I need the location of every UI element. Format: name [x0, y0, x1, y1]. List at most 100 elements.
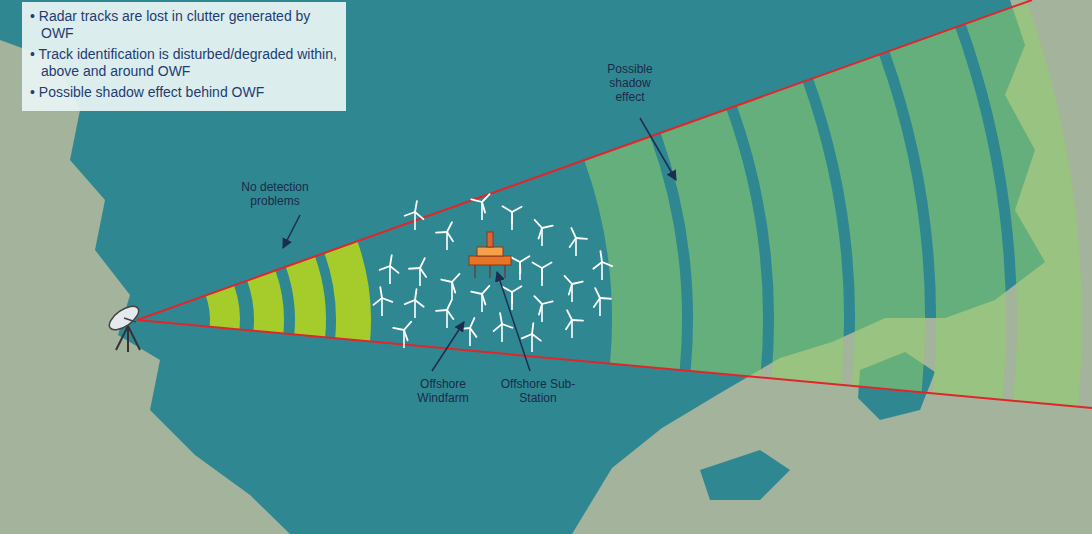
turbine-blade — [415, 300, 424, 307]
turbine — [405, 201, 424, 230]
turbine-blade — [594, 298, 600, 307]
turbine-tower — [419, 268, 421, 286]
turbine-tower — [389, 266, 391, 284]
turbine-tower — [469, 328, 471, 346]
turbine-blade — [539, 228, 542, 238]
note-box: • Radar tracks are lost in clutter gener… — [22, 2, 346, 111]
leader-arrow — [283, 215, 300, 248]
turbine — [534, 296, 552, 322]
turbine — [441, 274, 459, 300]
turbine-blade — [602, 262, 612, 266]
turbine-blade — [570, 238, 576, 247]
turbine — [532, 263, 551, 287]
turbine-blade — [511, 212, 513, 223]
turbine-blade — [447, 310, 453, 319]
detection-ring — [247, 270, 284, 333]
turbine-blade — [452, 282, 455, 293]
turbine-blade — [452, 274, 460, 282]
turbine-blade — [534, 296, 542, 304]
turbine-tower — [446, 232, 448, 250]
dish-leg — [128, 326, 140, 350]
bullet-text: • Radar tracks are lost in clutter gener… — [30, 8, 338, 42]
turbine-blade — [380, 287, 382, 298]
substation-module — [477, 247, 503, 256]
substation-leg — [489, 264, 491, 278]
turbine — [570, 228, 587, 256]
turbine — [471, 286, 489, 312]
turbine-blade — [572, 282, 583, 284]
leader-arrow — [640, 118, 676, 180]
turbine-blade — [405, 212, 415, 216]
turbine — [503, 206, 522, 230]
turbine-tower — [519, 262, 521, 280]
turbine-blade — [390, 255, 392, 266]
turbine-blade — [393, 328, 404, 330]
detection-ring — [324, 241, 371, 341]
turbine — [535, 220, 553, 246]
turbine-blade — [539, 304, 542, 315]
turbine-blade — [404, 330, 408, 340]
turbine-blade — [567, 310, 572, 320]
turbine-blade — [542, 301, 553, 304]
turbine-blade — [409, 267, 420, 270]
turbine-blade — [373, 298, 382, 305]
turbine-blade — [390, 266, 399, 273]
dish-leg — [127, 326, 129, 352]
turbine-blade — [447, 222, 452, 232]
turbine-blade — [542, 263, 552, 269]
turbine-blade — [447, 232, 453, 241]
turbine-blade — [600, 297, 611, 300]
substation-leg — [474, 264, 476, 278]
turbine-blade — [520, 256, 529, 262]
turbine — [436, 222, 453, 250]
turbine-tower — [541, 268, 543, 286]
turbine-tower — [446, 310, 448, 328]
turbine-blade — [405, 300, 415, 304]
turbine-blade — [522, 334, 532, 338]
map-label: Possible shadow effect — [598, 62, 662, 104]
turbine-tower — [599, 298, 601, 316]
turbine-blade — [471, 292, 482, 294]
turbine-blade — [503, 206, 512, 212]
turbine — [393, 322, 411, 348]
turbine-blade — [569, 284, 572, 295]
turbine — [436, 300, 453, 328]
turbine-blade — [600, 251, 602, 262]
turbine-blade — [541, 268, 543, 279]
turbine-blade — [380, 266, 390, 270]
turbine-tower — [501, 324, 503, 342]
turbine-tower — [575, 238, 577, 256]
turbine-blade — [532, 334, 541, 341]
turbine-blade — [447, 300, 452, 310]
bullet-text: • Possible shadow effect behind OWF — [30, 84, 338, 101]
turbine-blade — [420, 268, 426, 277]
turbine-tower — [511, 212, 513, 230]
turbine-tower — [571, 320, 573, 338]
map-label: No detection problems — [230, 180, 320, 208]
bullet-text: • Track identification is disturbed/degr… — [30, 46, 338, 80]
turbine-tower — [531, 334, 533, 352]
turbine — [471, 194, 489, 220]
map-label: Offshore Windfarm — [400, 377, 486, 405]
turbine-blade — [566, 320, 572, 329]
turbine — [594, 288, 611, 316]
wind-turbines — [373, 194, 612, 352]
turbine-blade — [415, 289, 417, 300]
turbine-blade — [510, 257, 520, 262]
turbine-blade — [564, 276, 572, 284]
turbine-blade — [512, 286, 521, 292]
turbine — [522, 323, 541, 352]
turbine — [510, 256, 529, 280]
turbine-blade — [415, 212, 423, 219]
turbine — [494, 313, 513, 342]
turbine-blade — [502, 324, 512, 328]
turbine-tower — [511, 292, 513, 310]
turbine-blade — [542, 226, 553, 228]
turbine-blade — [494, 324, 502, 331]
turbine-tower — [414, 300, 416, 318]
turbine-blade — [500, 313, 502, 324]
detection-ring — [286, 256, 326, 337]
turbine-blade — [482, 202, 485, 213]
turbine — [459, 318, 476, 346]
